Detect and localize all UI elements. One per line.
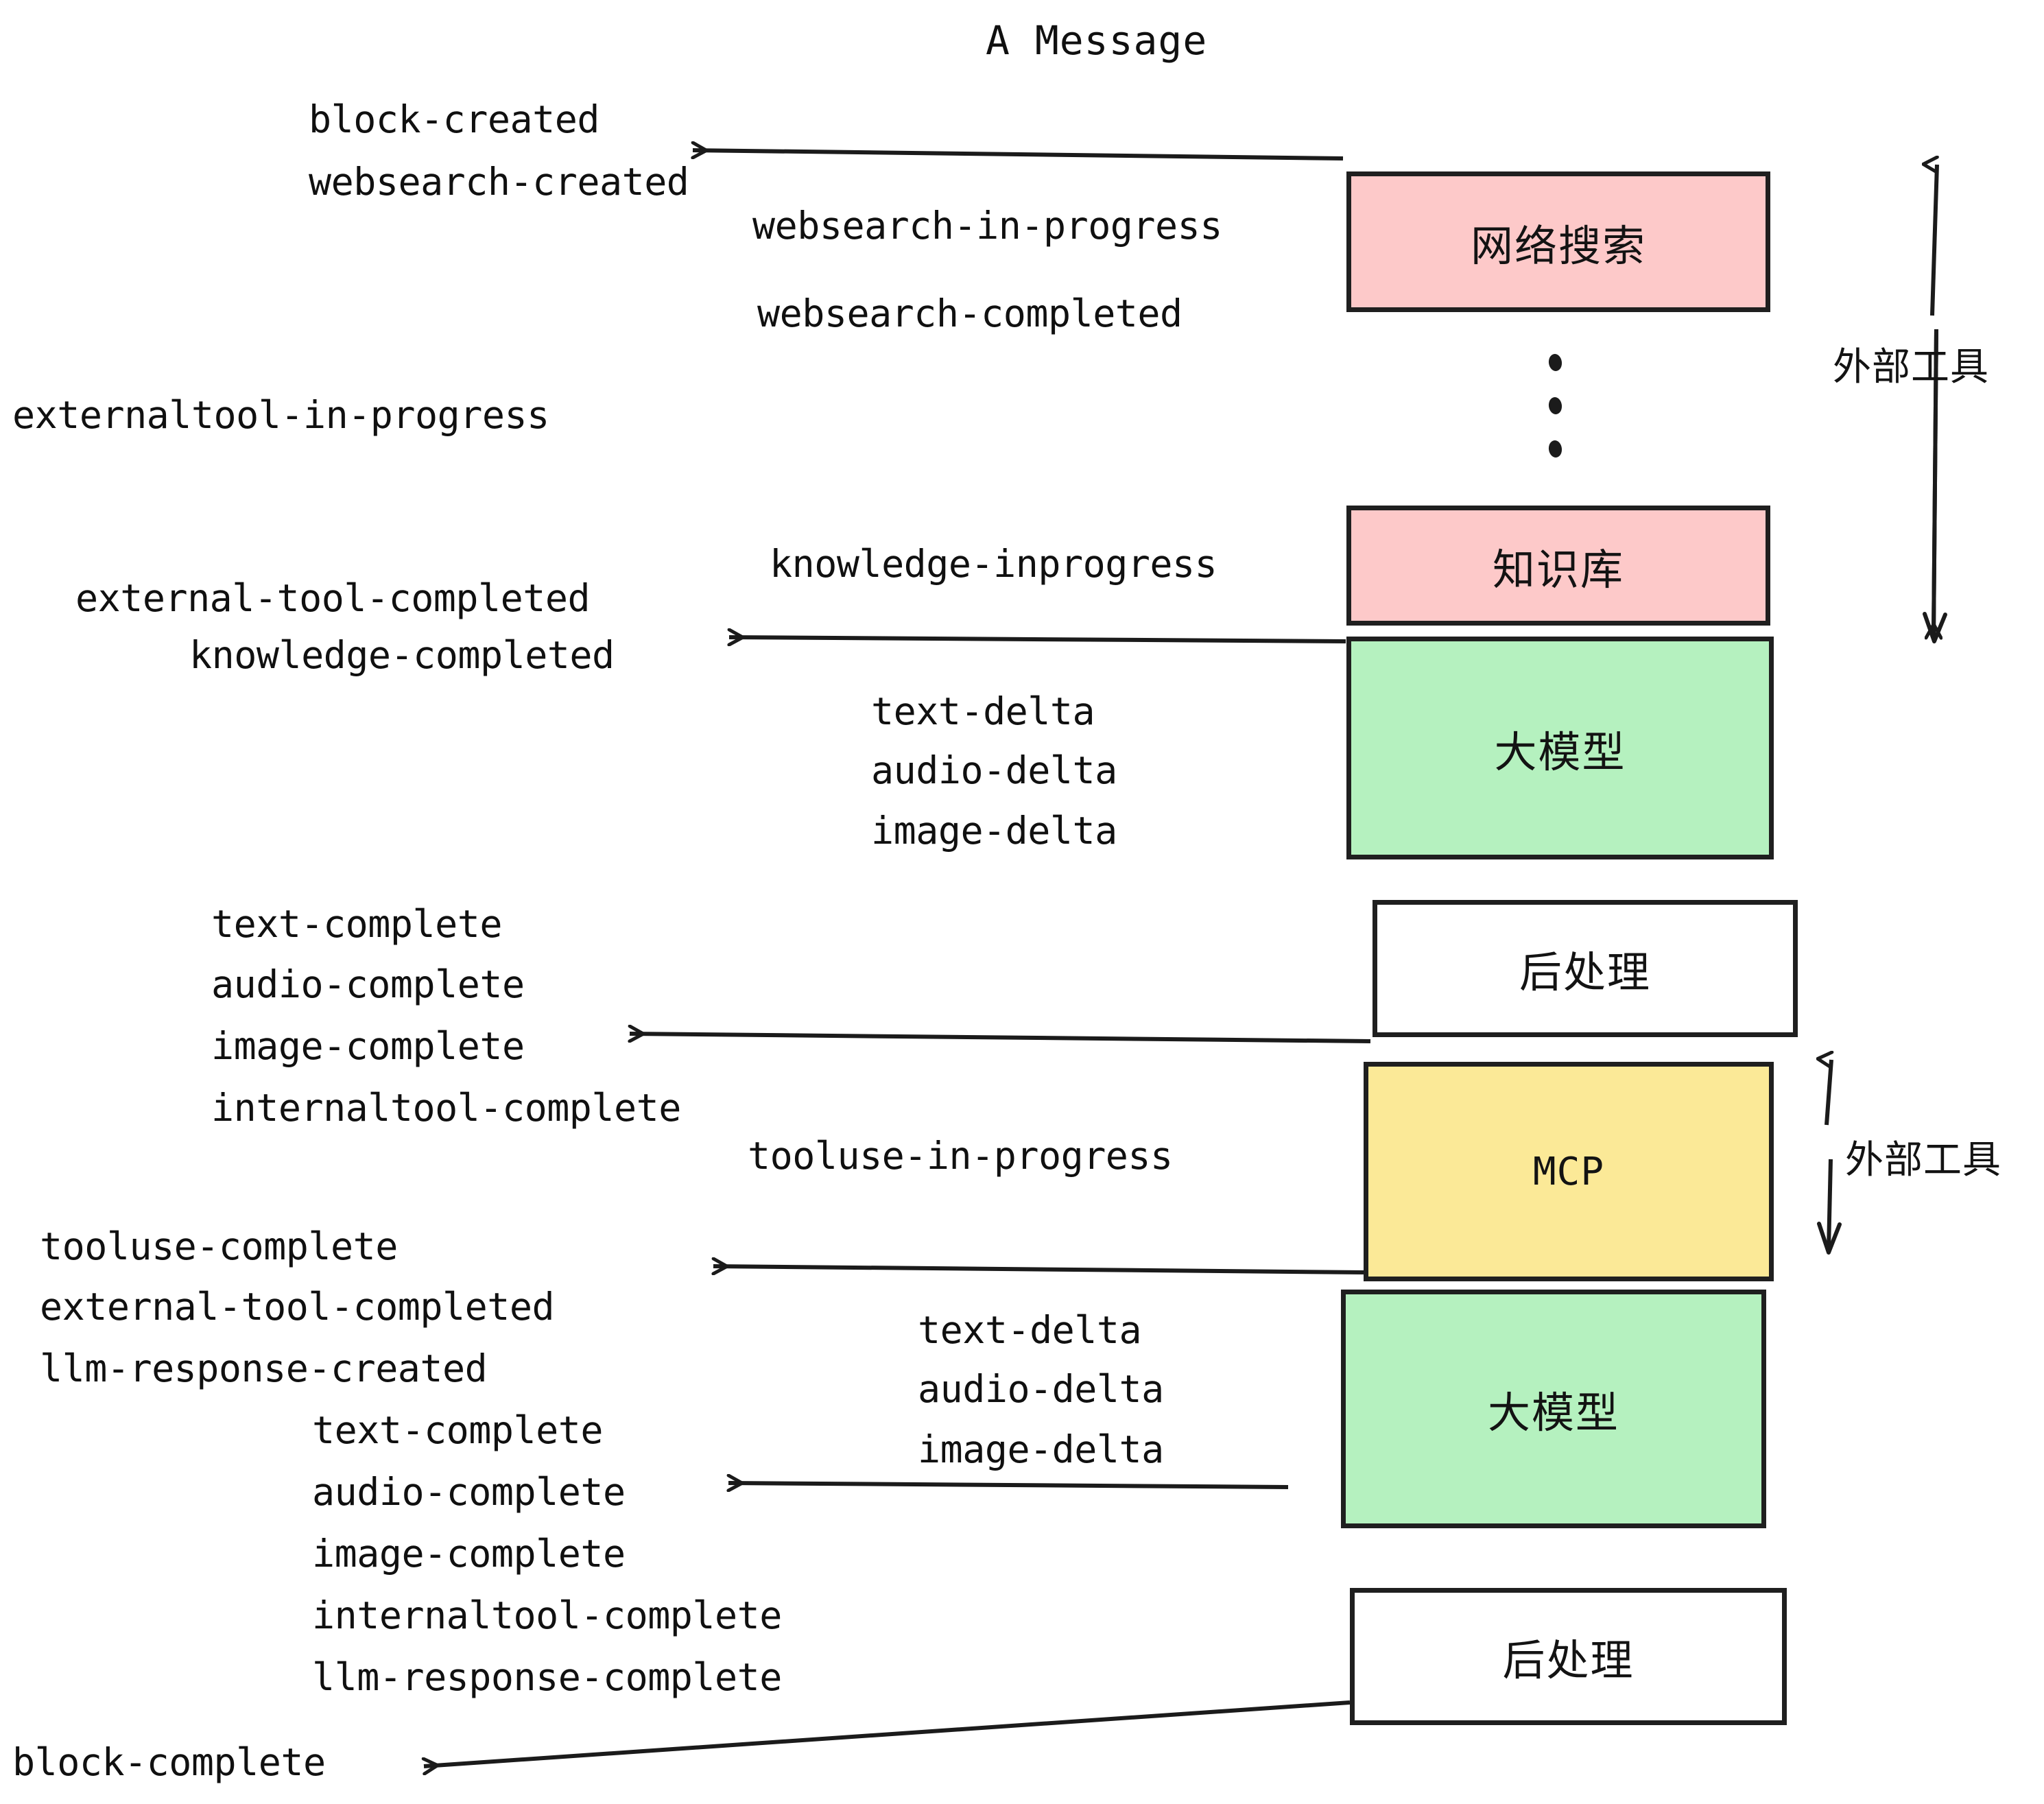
event-tooluse-complete: tooluse-complete [40,1224,398,1268]
event-text-complete-2: text-complete [312,1408,603,1452]
event-external-tool-completed-1: external-tool-completed [75,576,591,620]
event-audio-complete-2: audio-complete [312,1470,626,1514]
node-mcp[interactable]: MCP [1364,1062,1774,1281]
node-knowledge-label: 知识库 [1492,544,1624,595]
side-label-external-tools-top: 外部工具 [1833,345,1989,390]
event-knowledge-completed: knowledge-completed [189,633,615,677]
side-label-external-tools-bottom: 外部工具 [1845,1138,2001,1183]
event-audio-delta-2: audio-delta [918,1367,1164,1411]
event-tooluse-in-progress: tooluse-in-progress [748,1134,1173,1178]
event-audio-complete-1: audio-complete [211,962,525,1006]
ellipsis-dots [1547,353,1576,484]
node-knowledge[interactable]: 知识库 [1346,506,1770,626]
event-block-complete: block-complete [12,1740,326,1784]
node-mcp-label: MCP [1532,1149,1605,1194]
event-websearch-created: websearch-created [309,160,689,204]
event-llm-response-complete: llm-response-complete [312,1655,782,1699]
event-image-delta-1: image-delta [871,809,1117,853]
node-postprocess-bottom-label: 后处理 [1502,1635,1635,1685]
arrow-llm-to-knowledge-completed [729,637,1346,641]
node-websearch[interactable]: 网络搜索 [1346,171,1770,312]
node-websearch-label: 网络搜索 [1470,220,1646,271]
event-image-delta-2: image-delta [918,1427,1164,1471]
arrow-mcp-to-tooluse-complete [713,1266,1364,1272]
arrow-websearch-to-created [693,150,1344,161]
node-llm-bottom[interactable]: 大模型 [1341,1290,1766,1528]
arrow-postprocess-to-image-complete [630,1034,1371,1043]
external-tools-span-bottom [1819,1060,1842,1255]
dot-2 [1547,396,1563,416]
event-image-complete-2: image-complete [312,1532,626,1576]
arrow-llm-bottom-to-audio-complete [728,1483,1289,1487]
page-title: A Message [986,17,1208,64]
event-internaltool-complete-2: internaltool-complete [312,1593,782,1637]
event-text-complete-1: text-complete [211,902,502,946]
event-block-created: block-created [309,97,599,141]
node-llm-top[interactable]: 大模型 [1346,637,1774,859]
node-postprocess-top[interactable]: 后处理 [1372,900,1798,1037]
external-tools-span-top [1925,165,1947,643]
event-knowledge-inprogress: knowledge-inprogress [770,542,1217,586]
event-external-tool-completed-2: external-tool-completed [40,1285,555,1329]
dot-1 [1547,353,1563,372]
node-llm-bottom-label: 大模型 [1487,1388,1619,1438]
event-audio-delta-1: audio-delta [871,748,1117,792]
event-internaltool-complete-1: internaltool-complete [211,1086,681,1130]
event-websearch-completed: websearch-completed [757,292,1183,335]
event-text-delta-1: text-delta [871,689,1095,733]
event-image-complete-1: image-complete [211,1024,525,1068]
event-llm-response-created: llm-response-created [40,1346,488,1390]
arrow-postprocess-to-block-complete [424,1700,1351,1766]
event-externaltool-in-progress: externaltool-in-progress [12,393,549,437]
node-llm-top-label: 大模型 [1494,726,1626,777]
event-websearch-in-progress: websearch-in-progress [752,204,1222,248]
dot-3 [1547,439,1563,459]
event-text-delta-2: text-delta [918,1308,1142,1352]
node-postprocess-bottom[interactable]: 后处理 [1350,1588,1787,1725]
node-postprocess-top-label: 后处理 [1519,947,1651,997]
